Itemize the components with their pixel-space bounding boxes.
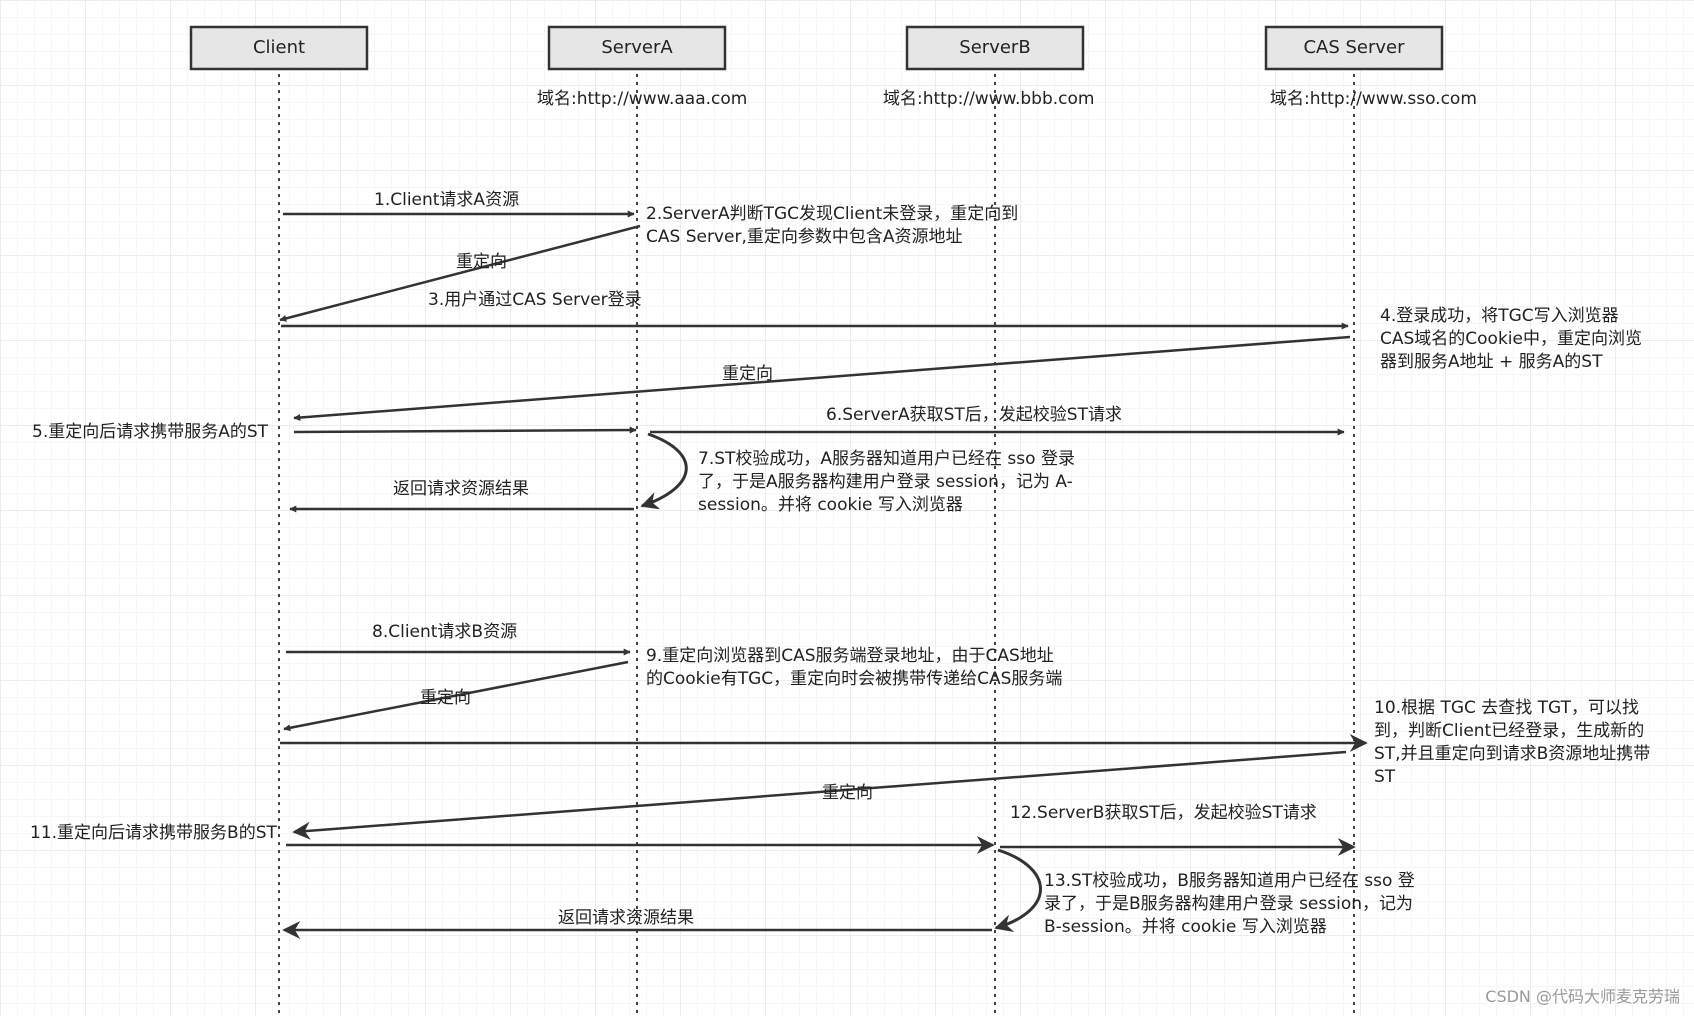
step-9-label: 9.重定向浏览器到CAS服务端登录地址，由于CAS地址 的Cookie有TGC，… xyxy=(646,646,1062,689)
step-5-label: 5.重定向后请求携带服务A的ST xyxy=(32,422,269,442)
server-a-participant: ServerA xyxy=(547,25,727,71)
step-5-arrow xyxy=(293,426,637,434)
server-b-participant: ServerB xyxy=(905,25,1085,71)
redirect-3-arrow xyxy=(283,660,629,732)
redirect-2-label: 重定向 xyxy=(722,364,773,384)
cas-server-domain: 域名:http://www.sso.com xyxy=(1270,89,1477,109)
redirect-1-arrow xyxy=(279,224,641,322)
server-a-domain: 域名:http://www.aaa.com xyxy=(537,89,747,109)
csdn-watermark: CSDN @代码大师麦克劳瑞 xyxy=(1485,987,1680,1006)
step-2-label: 2.ServerA判断TGC发现Client未登录，重定向到 CAS Serve… xyxy=(646,204,1024,247)
step-13-self-arrow xyxy=(994,848,1042,932)
client-participant: Client xyxy=(189,25,369,71)
step-8-label: 8.Client请求B资源 xyxy=(372,622,517,642)
server-a-name: ServerA xyxy=(601,37,673,58)
step-7-self-arrow xyxy=(640,432,688,510)
step-3-label: 3.用户通过CAS Server登录 xyxy=(428,290,642,310)
step-12-label: 12.ServerB获取ST后，发起校验ST请求 xyxy=(1010,803,1317,823)
server-b-name: ServerB xyxy=(959,37,1030,58)
step-7-label: 7.ST校验成功，A服务器知道用户已经在 sso 登录 了，于是A服务器构建用户… xyxy=(698,449,1080,515)
step-1-label: 1.Client请求A资源 xyxy=(374,190,519,210)
redirect-1-label: 重定向 xyxy=(456,252,507,272)
return-1-label: 返回请求资源结果 xyxy=(393,479,529,499)
server-b-domain: 域名:http://www.bbb.com xyxy=(883,89,1094,109)
return-2-label: 返回请求资源结果 xyxy=(558,908,694,928)
step-6-label: 6.ServerA获取ST后，发起校验ST请求 xyxy=(826,405,1122,425)
step-11-label: 11.重定向后请求携带服务B的ST xyxy=(30,823,277,843)
cas-server-participant: CAS Server xyxy=(1264,25,1444,71)
redirect-2-arrow xyxy=(293,335,1351,422)
step-13-label: 13.ST校验成功，B服务器知道用户已经在 sso 登 录了，于是B服务器构建用… xyxy=(1044,871,1420,937)
client-name: Client xyxy=(253,37,305,58)
redirect-3-label: 重定向 xyxy=(420,688,471,708)
redirect-4-arrow xyxy=(292,750,1347,840)
step-4-label: 4.登录成功，将TGC写入浏览器 CAS域名的Cookie中，重定向浏览 器到服… xyxy=(1380,306,1647,372)
step-10-label: 10.根据 TGC 去查找 TGT，可以找 到，判断Client已经登录，生成新… xyxy=(1374,698,1656,787)
redirect-4-label: 重定向 xyxy=(822,783,873,803)
cas-server-name: CAS Server xyxy=(1303,37,1405,58)
